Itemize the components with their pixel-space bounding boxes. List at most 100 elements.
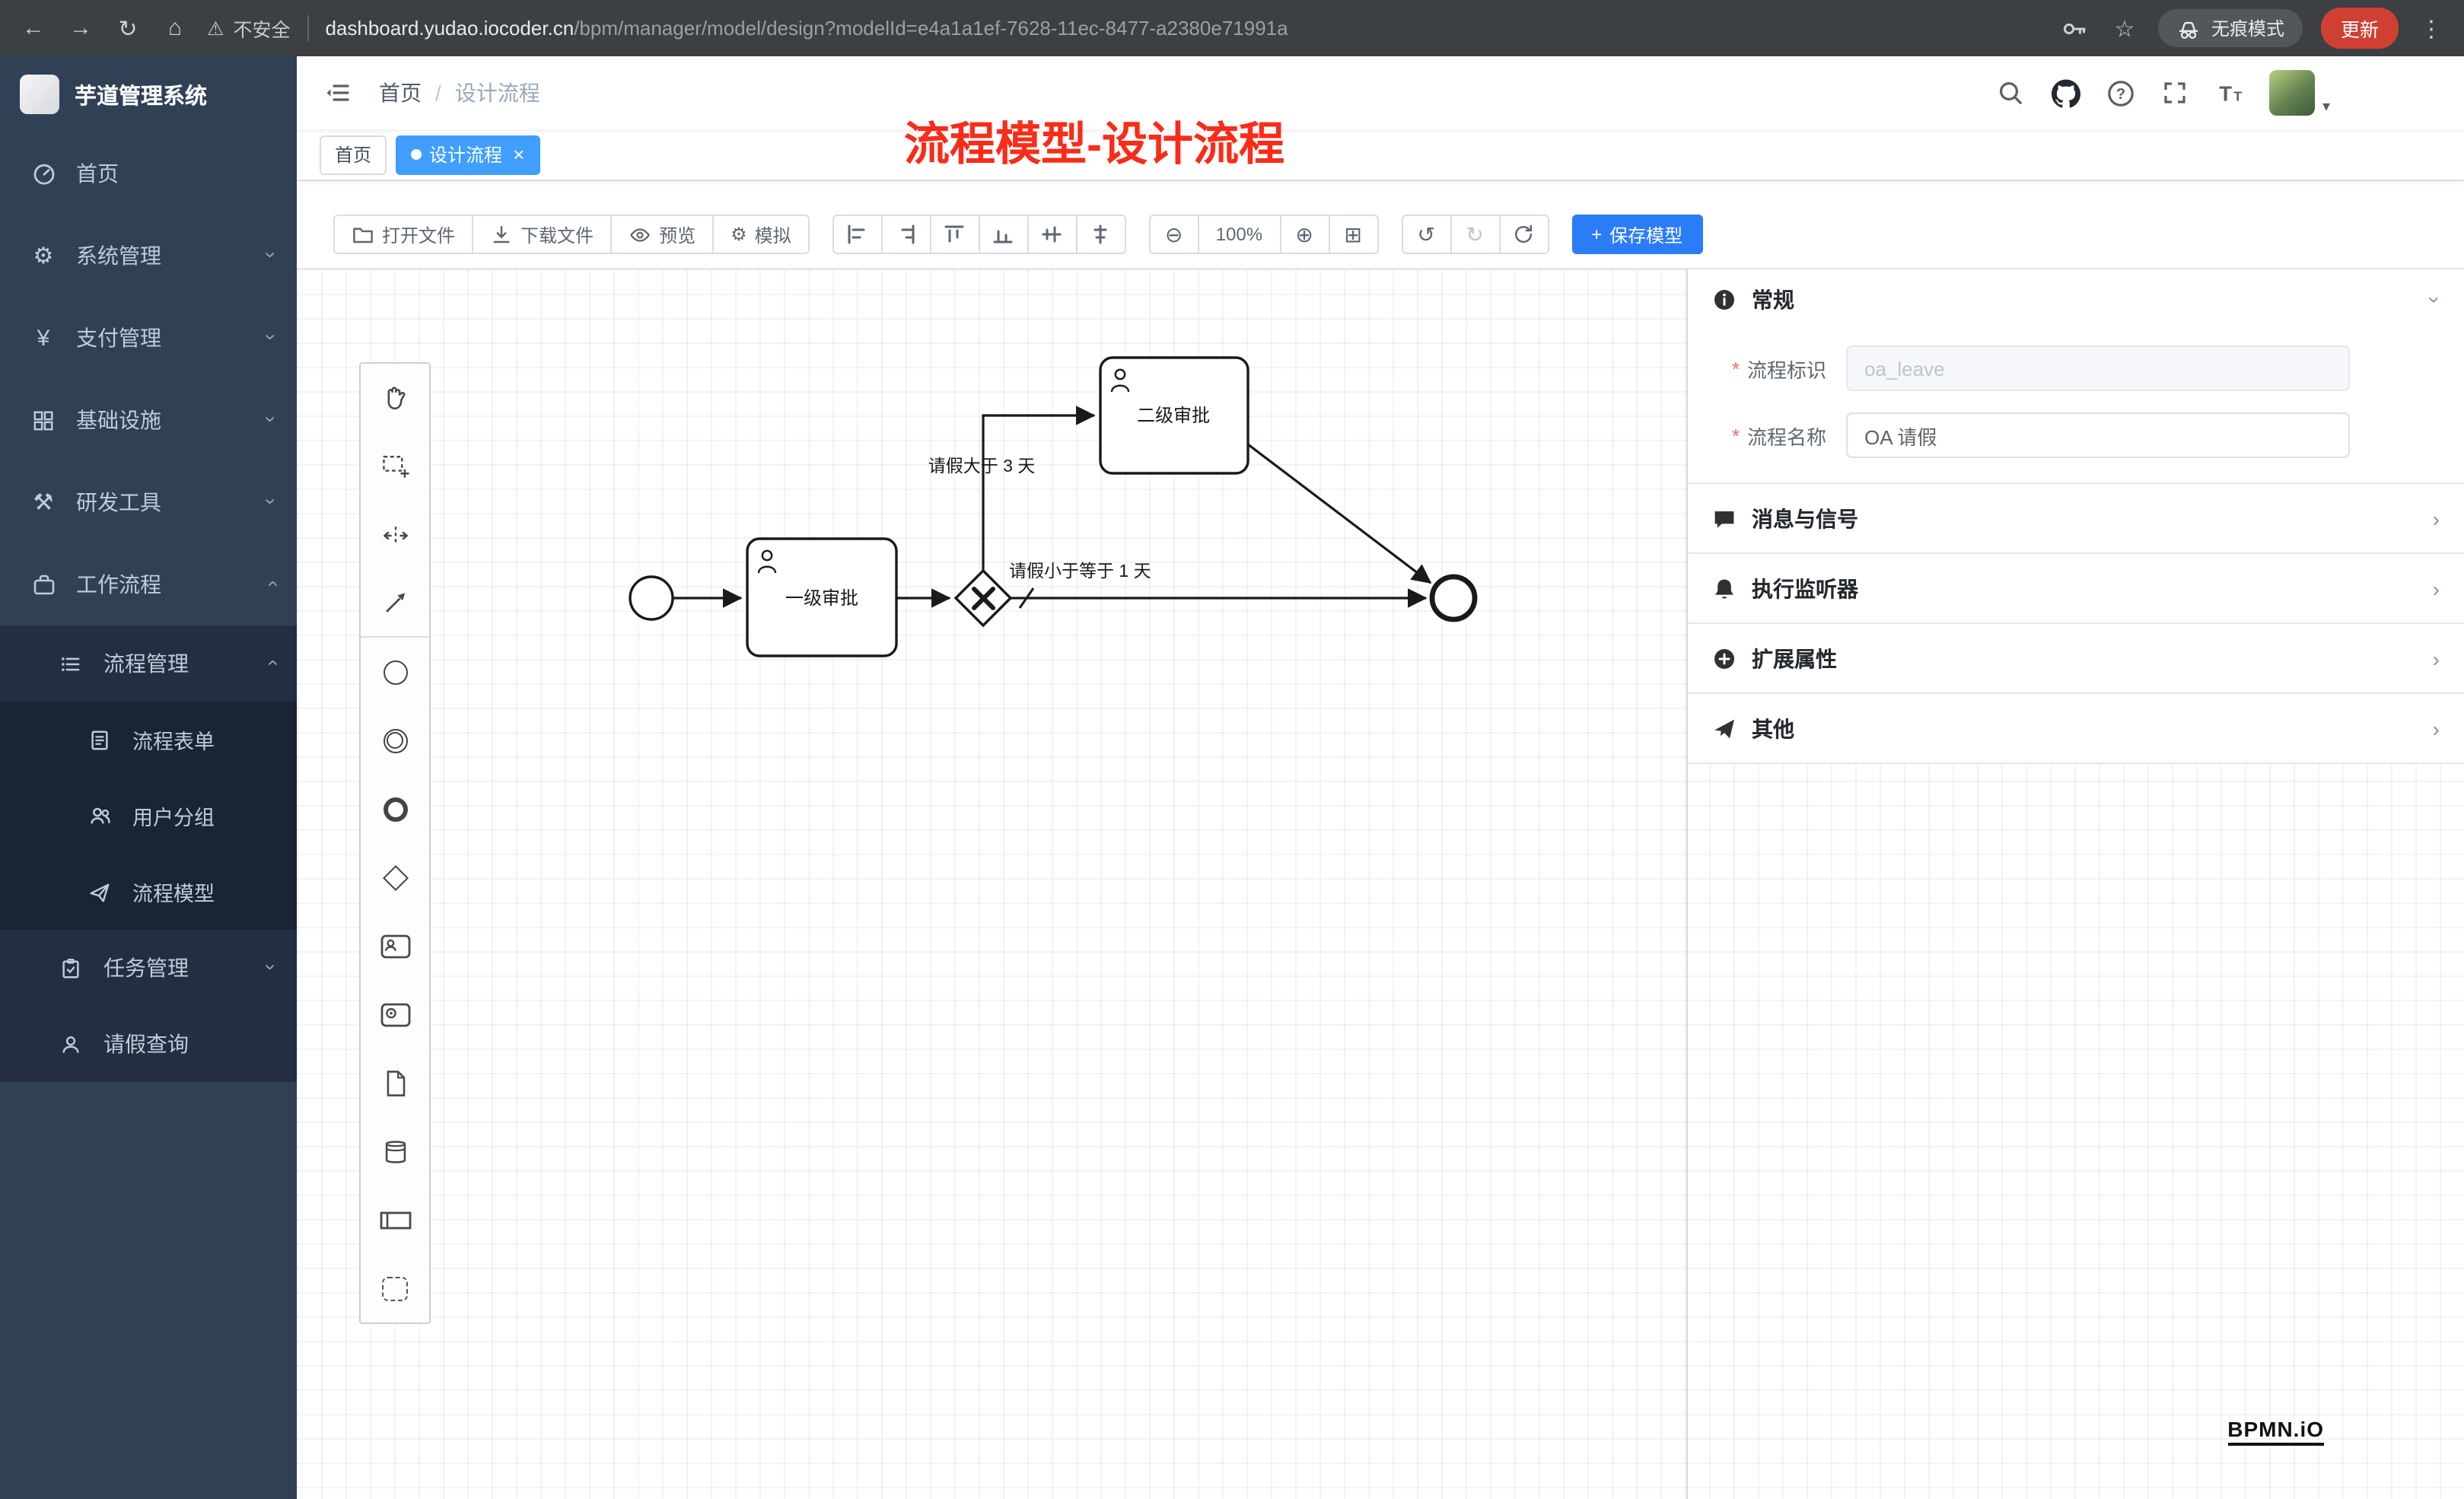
section-message-signal[interactable]: 消息与信号 › <box>1688 482 2464 552</box>
browser-chrome: ← → ↻ ⌂ ⚠ 不安全 dashboard.yudao.iocoder.cn… <box>0 0 2464 56</box>
tags-view-bar: 首页 设计流程 × <box>297 129 2464 181</box>
create-end-event[interactable] <box>361 775 429 843</box>
tag-design-process[interactable]: 设计流程 × <box>396 135 540 174</box>
fullscreen-icon[interactable] <box>2160 77 2192 109</box>
browser-update-button[interactable]: 更新 <box>2320 8 2399 49</box>
align-vertical-center-button[interactable] <box>1027 215 1078 254</box>
exclusive-gateway-node[interactable] <box>953 568 1013 628</box>
sidebar-item-process-form[interactable]: 流程表单 <box>0 702 297 778</box>
zoom-reset-button[interactable]: ⊞ <box>1328 215 1379 254</box>
incognito-icon <box>2179 21 2198 39</box>
browser-back-icon[interactable]: ← <box>22 15 45 41</box>
bookmark-star-icon[interactable]: ☆ <box>2114 16 2135 42</box>
gear-icon: ⚙ <box>731 224 747 245</box>
global-connect-tool[interactable] <box>361 569 429 638</box>
sidebar-item-payment[interactable]: ¥ 支付管理 › <box>0 297 297 379</box>
app-logo-row[interactable]: 芋道管理系统 <box>0 56 297 132</box>
create-start-event[interactable] <box>361 638 429 706</box>
undo-button[interactable]: ↺ <box>1401 215 1452 254</box>
create-participant[interactable] <box>361 1186 429 1254</box>
sequence-flow-task2-to-end[interactable] <box>1247 443 1432 584</box>
sidebar-item-leave-query[interactable]: 请假查询 <box>0 1006 297 1082</box>
address-bar[interactable]: dashboard.yudao.iocoder.cn/bpm/manager/m… <box>325 17 2042 40</box>
hand-tool[interactable] <box>361 364 429 432</box>
align-left-button[interactable] <box>832 215 883 254</box>
section-general-header[interactable]: 常规 › <box>1688 269 2464 330</box>
create-exclusive-gateway[interactable] <box>361 843 429 912</box>
button-label: 预览 <box>659 224 696 246</box>
create-intermediate-event[interactable] <box>361 706 429 775</box>
align-right-button[interactable] <box>880 215 931 254</box>
process-key-input[interactable] <box>1846 345 2350 391</box>
search-icon[interactable] <box>1995 77 2027 109</box>
align-bottom-icon <box>994 230 1014 243</box>
tag-home[interactable]: 首页 <box>320 135 387 174</box>
group-icon <box>382 1276 408 1300</box>
open-file-button[interactable]: 打开文件 <box>333 215 474 254</box>
space-tool-icon <box>383 526 407 544</box>
download-file-button[interactable]: 下载文件 <box>472 215 613 254</box>
restart-button[interactable] <box>1498 215 1549 254</box>
section-other[interactable]: 其他 › <box>1688 692 2464 762</box>
download-icon <box>493 224 510 243</box>
save-model-button[interactable]: + 保存模型 <box>1571 215 1703 254</box>
breadcrumb-home[interactable]: 首页 <box>379 81 422 105</box>
task-label: 一级审批 <box>785 588 858 609</box>
zoom-in-button[interactable]: ⊕ <box>1279 215 1330 254</box>
align-bottom-button[interactable] <box>978 215 1029 254</box>
help-icon[interactable]: ? <box>2105 77 2137 109</box>
sidebar-item-label: 请假查询 <box>103 1032 189 1056</box>
create-data-object[interactable] <box>361 1049 429 1117</box>
bell-icon <box>1712 576 1737 600</box>
sidebar-item-label: 工作流程 <box>76 572 161 597</box>
close-icon[interactable]: × <box>513 143 525 166</box>
align-horizontal-center-button[interactable] <box>1075 215 1126 254</box>
bpmnio-watermark[interactable]: BPMN.iO <box>2227 1417 2324 1446</box>
create-data-store[interactable] <box>361 1117 429 1186</box>
sidebar-item-process-model[interactable]: 流程模型 <box>0 854 297 930</box>
flow-label-bottom[interactable]: 请假小于等于 1 天 <box>1009 561 1151 581</box>
section-extension-attrs[interactable]: 扩展属性 › <box>1688 622 2464 692</box>
bpmn-canvas[interactable]: 请假大于 3 天 请假小于等于 1 天 一级审批 <box>297 268 2464 1499</box>
create-user-task[interactable] <box>361 912 429 980</box>
simulate-button[interactable]: ⚙ 模拟 <box>712 215 810 254</box>
flow-label-top[interactable]: 请假大于 3 天 <box>928 456 1036 476</box>
sidebar-item-home[interactable]: 首页 <box>0 132 297 215</box>
preview-button[interactable]: 预览 <box>610 215 715 254</box>
user-task-person-icon <box>1110 368 1130 393</box>
create-group[interactable] <box>361 1254 429 1322</box>
sidebar-item-user-group[interactable]: 用户分组 <box>0 778 297 854</box>
sidebar-item-devtools[interactable]: ⚒ 研发工具 › <box>0 461 297 543</box>
section-execution-listener[interactable]: 执行监听器 › <box>1688 552 2464 622</box>
bpmn-diagram[interactable]: 请假大于 3 天 请假小于等于 1 天 一级审批 <box>297 269 2464 1499</box>
site-security-indicator[interactable]: ⚠ 不安全 <box>207 14 290 43</box>
github-icon[interactable] <box>2050 77 2082 109</box>
browser-menu-icon[interactable]: ⋮ <box>2420 16 2443 42</box>
zoom-out-button[interactable]: ⊖ <box>1148 215 1199 254</box>
lasso-tool[interactable] <box>361 432 429 501</box>
plus-icon: + <box>1591 224 1603 245</box>
sidebar-item-system[interactable]: ⚙ 系统管理 › <box>0 215 297 297</box>
password-key-icon[interactable] <box>2059 12 2091 44</box>
user-menu[interactable]: ▾ <box>2268 70 2330 116</box>
browser-forward-icon[interactable]: → <box>69 15 92 41</box>
sequence-flow-gateway-to-task2[interactable] <box>982 406 1096 571</box>
process-name-input[interactable] <box>1846 412 2350 458</box>
user-task-node-second-approval[interactable]: 二级审批 <box>1099 356 1250 475</box>
align-top-button[interactable] <box>929 215 980 254</box>
sidebar-item-process-manage[interactable]: 流程管理 › <box>0 625 297 702</box>
sidebar-item-infrastructure[interactable]: 基础设施 › <box>0 379 297 461</box>
browser-home-icon[interactable]: ⌂ <box>167 15 183 41</box>
redo-button[interactable]: ↻ <box>1450 215 1501 254</box>
start-event-node[interactable] <box>629 575 674 621</box>
sidebar-collapse-icon[interactable] <box>321 77 353 109</box>
space-tool[interactable] <box>361 501 429 569</box>
sidebar-item-workflow[interactable]: 工作流程 › <box>0 543 297 625</box>
required-asterisk <box>1732 424 1747 447</box>
user-task-node-first-approval[interactable]: 一级审批 <box>746 537 898 657</box>
sidebar-item-task-manage[interactable]: 任务管理 › <box>0 930 297 1006</box>
create-service-task[interactable] <box>361 980 429 1049</box>
end-event-node[interactable] <box>1429 574 1478 622</box>
browser-reload-icon[interactable]: ↻ <box>118 16 138 42</box>
